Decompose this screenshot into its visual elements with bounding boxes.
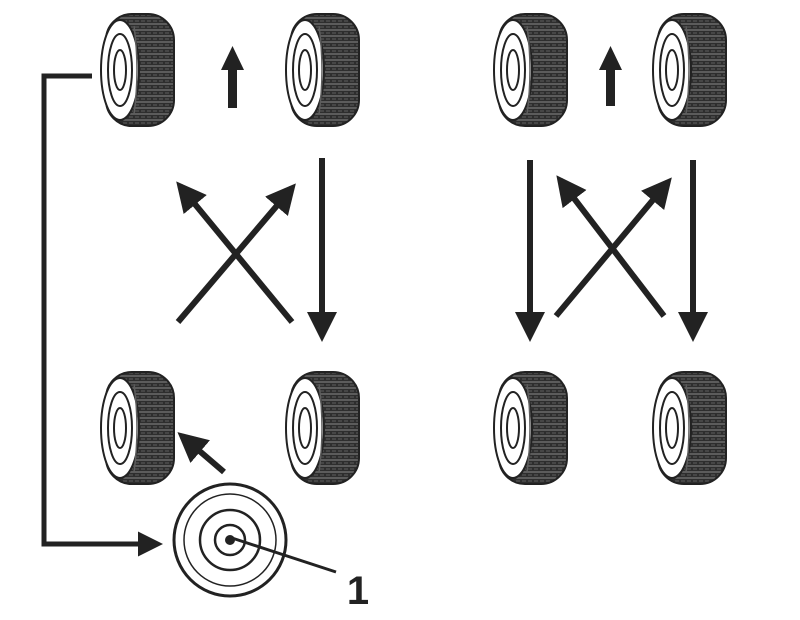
tire-icon — [100, 371, 175, 485]
rotation-scheme-with-spare: 1 — [41, 13, 369, 613]
forward-direction-arrow — [221, 46, 244, 108]
tire-icon — [285, 13, 360, 127]
spare-wheel-icon — [172, 482, 288, 598]
tire-icon — [285, 371, 360, 485]
cross-arrow — [553, 177, 672, 318]
spare-to-rear-arrow — [177, 432, 226, 475]
cross-arrow — [175, 183, 296, 324]
forward-direction-arrow — [599, 46, 622, 106]
callout-label: 1 — [347, 569, 369, 613]
tire-icon — [493, 371, 568, 485]
front-to-spare-arrow — [41, 73, 163, 557]
tire-icon — [100, 13, 175, 127]
tire-icon — [652, 13, 727, 127]
rotation-scheme-without-spare — [493, 13, 727, 485]
tire-icon — [652, 371, 727, 485]
tire-icon — [493, 13, 568, 127]
callout-leader-line — [231, 536, 337, 574]
